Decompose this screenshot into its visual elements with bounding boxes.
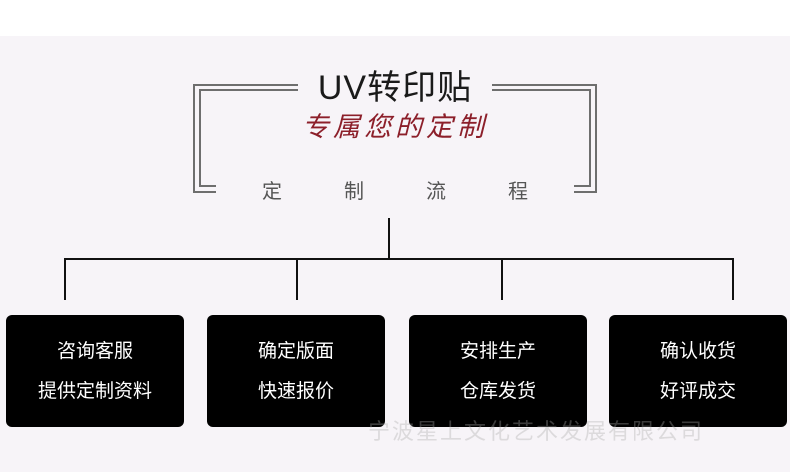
step-2-line-1: 确定版面 <box>257 340 334 362</box>
process-char-1: 定 <box>262 179 282 203</box>
process-heading: 定 制 流 程 <box>262 178 528 204</box>
process-char-4: 程 <box>508 179 528 203</box>
step-box-2: 确定版面 快速报价 <box>207 315 385 427</box>
step-box-3: 安排生产 仓库发货 <box>409 315 587 427</box>
step-3-line-1: 安排生产 <box>459 340 536 362</box>
step-3-line-2: 仓库发货 <box>459 380 536 402</box>
page-title: UV转印贴 <box>317 69 473 107</box>
process-char-2: 制 <box>344 179 364 203</box>
step-2-line-2: 快速报价 <box>257 380 334 402</box>
watermark: 宁波星上文化艺术发展有限公司 <box>368 420 705 445</box>
step-1-line-2: 提供定制资料 <box>37 380 152 402</box>
step-4-line-2: 好评成交 <box>659 380 736 402</box>
page-subtitle: 专属您的定制 <box>302 112 488 143</box>
step-1-line-1: 咨询客服 <box>56 340 133 362</box>
step-box-4: 确认收货 好评成交 <box>609 315 787 427</box>
top-strip <box>0 0 790 36</box>
process-char-3: 流 <box>426 179 446 203</box>
step-box-1: 咨询客服 提供定制资料 <box>6 315 184 427</box>
step-4-line-1: 确认收货 <box>659 340 736 362</box>
